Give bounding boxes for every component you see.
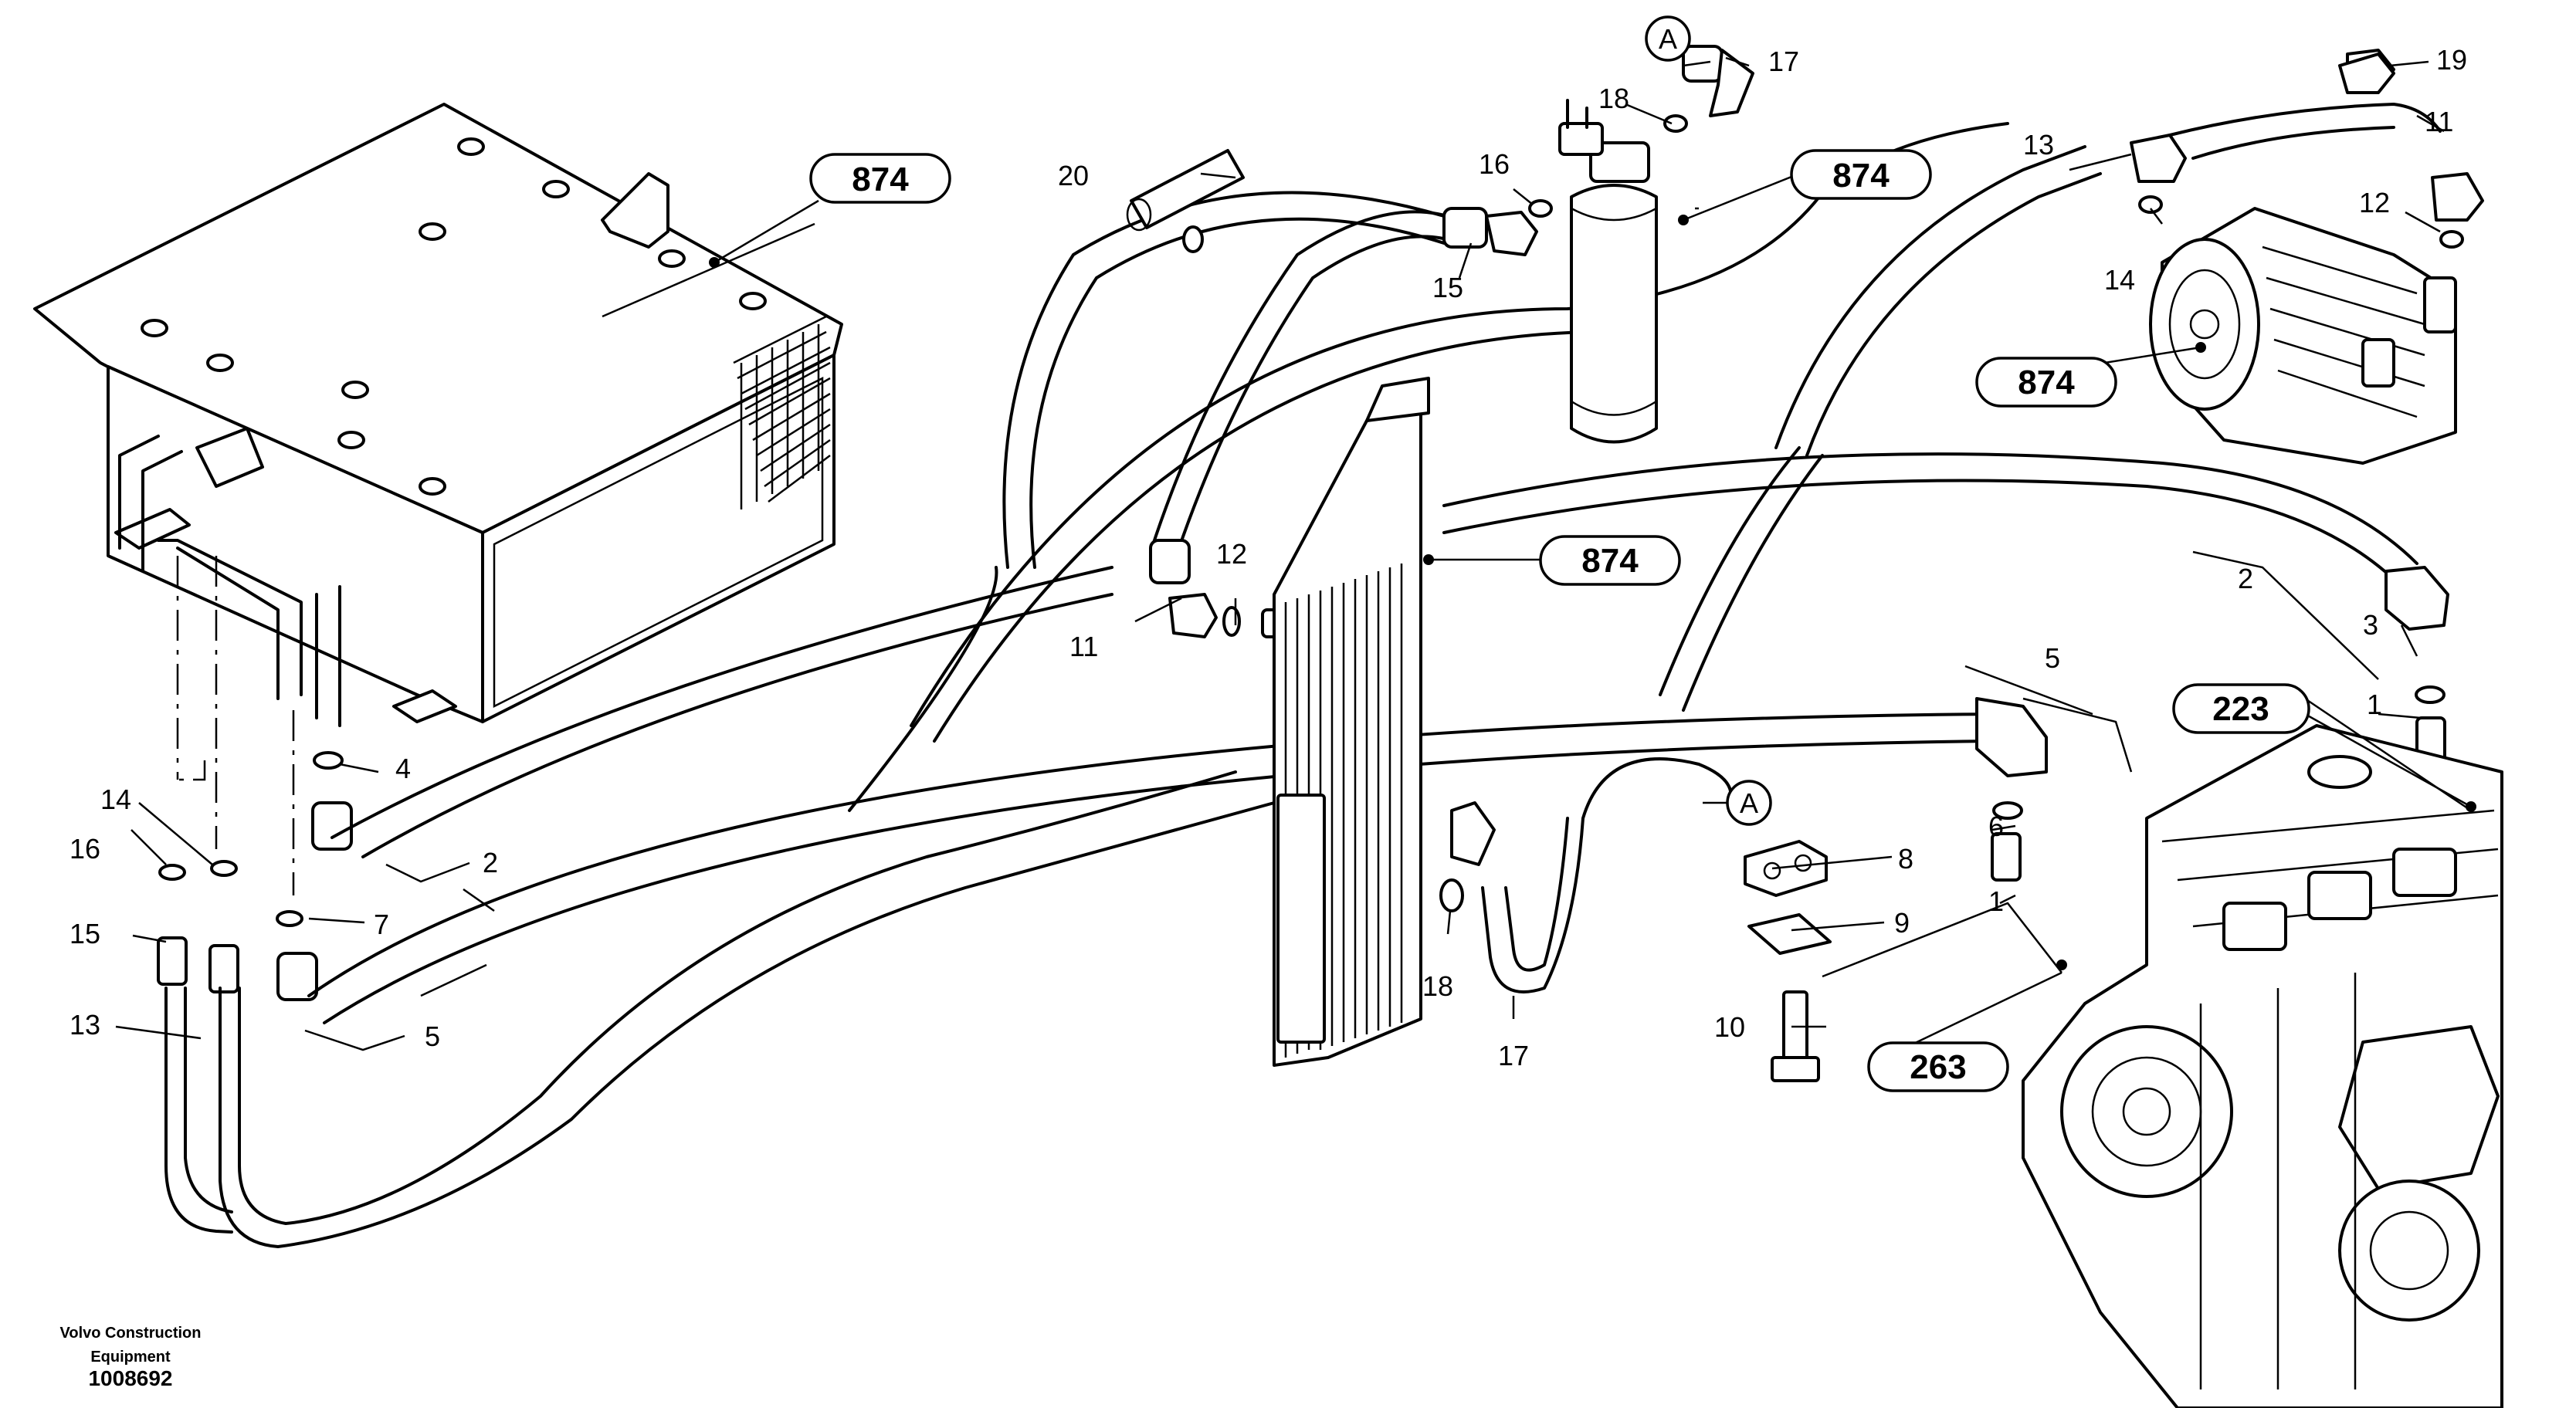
bracket-parts: [1126, 52, 2395, 1082]
callout-7: 7: [374, 909, 389, 940]
callout-16-left: 16: [69, 833, 100, 865]
receiver-drier: [1558, 99, 1658, 444]
callout-13-left: 13: [69, 1009, 100, 1041]
svg-text:874: 874: [1832, 157, 1890, 195]
callout-3: 3: [2363, 609, 2378, 641]
connector-a-lower: A: [1726, 780, 1772, 826]
document-number: 1008692: [88, 1366, 173, 1390]
condenser: [1273, 377, 1430, 1067]
compressor: [2149, 207, 2457, 465]
callout-14-left: 14: [100, 784, 131, 815]
callout-11-right: 11: [2425, 106, 2453, 137]
callout-4: 4: [395, 753, 411, 784]
callout-11-left: 11: [1069, 631, 1098, 662]
svg-text:263: 263: [1910, 1048, 1966, 1086]
callout-12-left: 12: [1216, 538, 1247, 570]
callout-1-right: 1: [2367, 689, 2382, 720]
callout-14-right: 14: [2104, 264, 2135, 296]
callout-17-lower: 17: [1498, 1040, 1529, 1071]
ref-box-263: 263: [1867, 1041, 2009, 1092]
connection-dashline: [176, 556, 295, 895]
brand-label: Volvo Construction Equipment: [42, 1322, 219, 1369]
ref-box-223: 223: [2172, 683, 2310, 734]
callout-13-top: 13: [2023, 129, 2054, 161]
callout-8: 8: [1898, 843, 1913, 875]
evaporator-unit: [33, 103, 843, 727]
callout-leaders: [115, 56, 2472, 1051]
callout-16-top: 16: [1479, 148, 1510, 180]
callout-6: 6: [1988, 811, 2004, 842]
callout-1-lower: 1: [1988, 885, 2004, 917]
callout-2-right: 2: [2238, 563, 2253, 594]
brand-line-1: Volvo Construction: [59, 1325, 202, 1342]
callout-17-top: 17: [1768, 46, 1799, 77]
callout-20: 20: [1058, 160, 1089, 191]
engine-block: [2022, 724, 2503, 1408]
callout-12-right: 12: [2359, 187, 2390, 218]
callout-2-left: 2: [483, 847, 498, 878]
ref-box-874-condenser: 874: [1539, 535, 1681, 586]
brand-line-2: Equipment: [90, 1349, 171, 1366]
callout-9: 9: [1894, 907, 1910, 939]
callout-15-left: 15: [69, 918, 100, 949]
callout-18-lower: 18: [1422, 970, 1453, 1002]
callout-15-top: 15: [1432, 272, 1463, 303]
callout-numbers: 4 2 7 5 14 16 15 13 20 16 15 12 11 17 18…: [69, 44, 2467, 1071]
svg-text:A: A: [1659, 23, 1677, 55]
svg-text:874: 874: [852, 161, 909, 198]
svg-text:A: A: [1740, 787, 1758, 819]
callout-5-right: 5: [2045, 642, 2060, 674]
connector-a-top: A: [1645, 15, 1691, 62]
callout-18-top: 18: [1598, 83, 1629, 114]
callout-10: 10: [1714, 1011, 1745, 1043]
callout-19: 19: [2436, 44, 2467, 76]
ref-box-874-cab: 874: [809, 153, 951, 204]
ref-box-874-drier: 874: [1790, 149, 1932, 200]
svg-text:874: 874: [1581, 542, 1639, 580]
callout-5-left: 5: [425, 1020, 440, 1052]
ref-box-874-compressor: 874: [1975, 357, 2117, 408]
svg-text:223: 223: [2212, 690, 2269, 728]
fittings-left: [157, 751, 353, 1001]
svg-text:874: 874: [2018, 364, 2075, 401]
